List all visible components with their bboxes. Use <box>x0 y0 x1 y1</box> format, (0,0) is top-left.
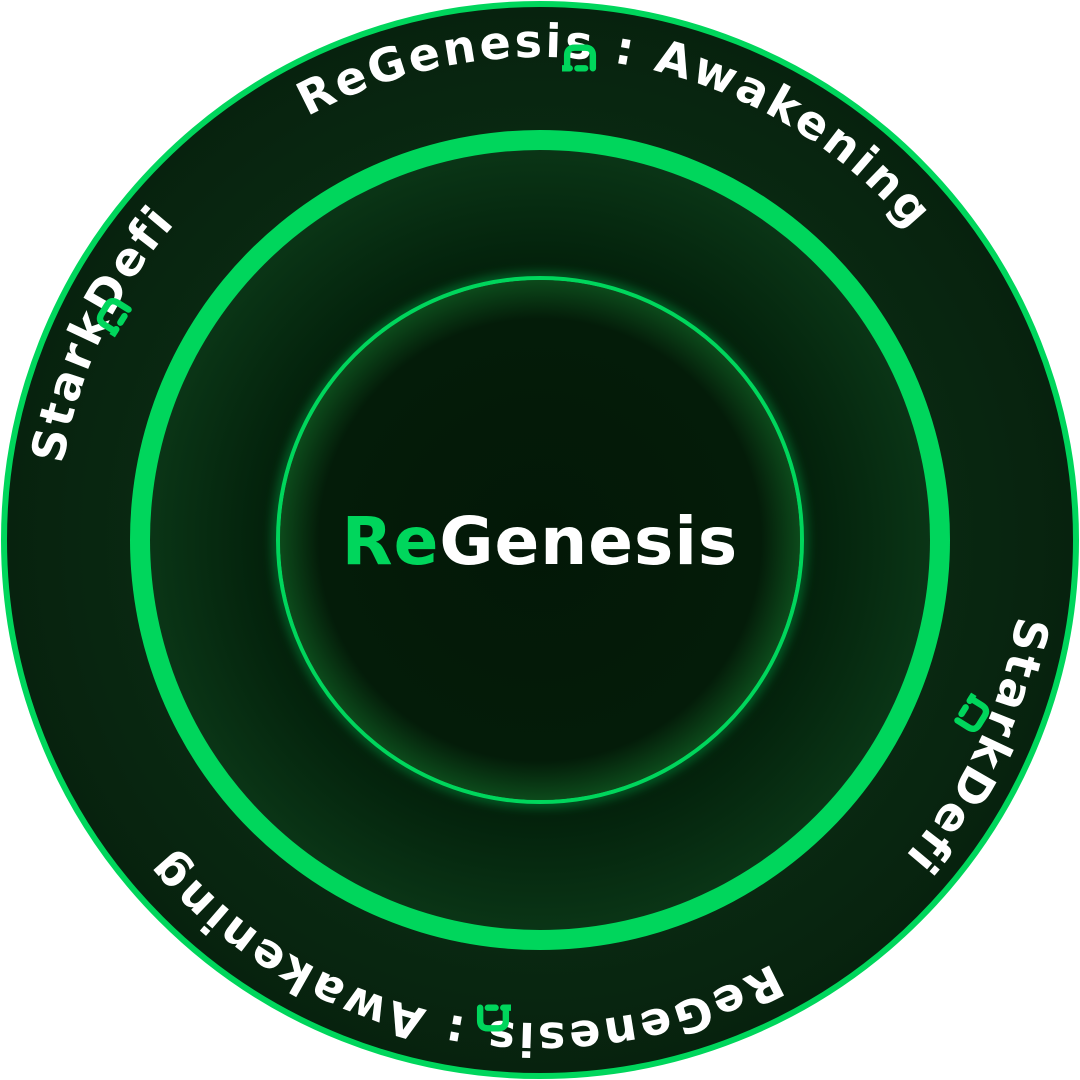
core-disc <box>280 280 800 800</box>
center-title: ReGenesis <box>342 503 738 580</box>
core-glow-ring <box>276 276 804 804</box>
center-title-suffix: Genesis <box>439 503 738 580</box>
center-title-prefix: Re <box>342 503 440 580</box>
